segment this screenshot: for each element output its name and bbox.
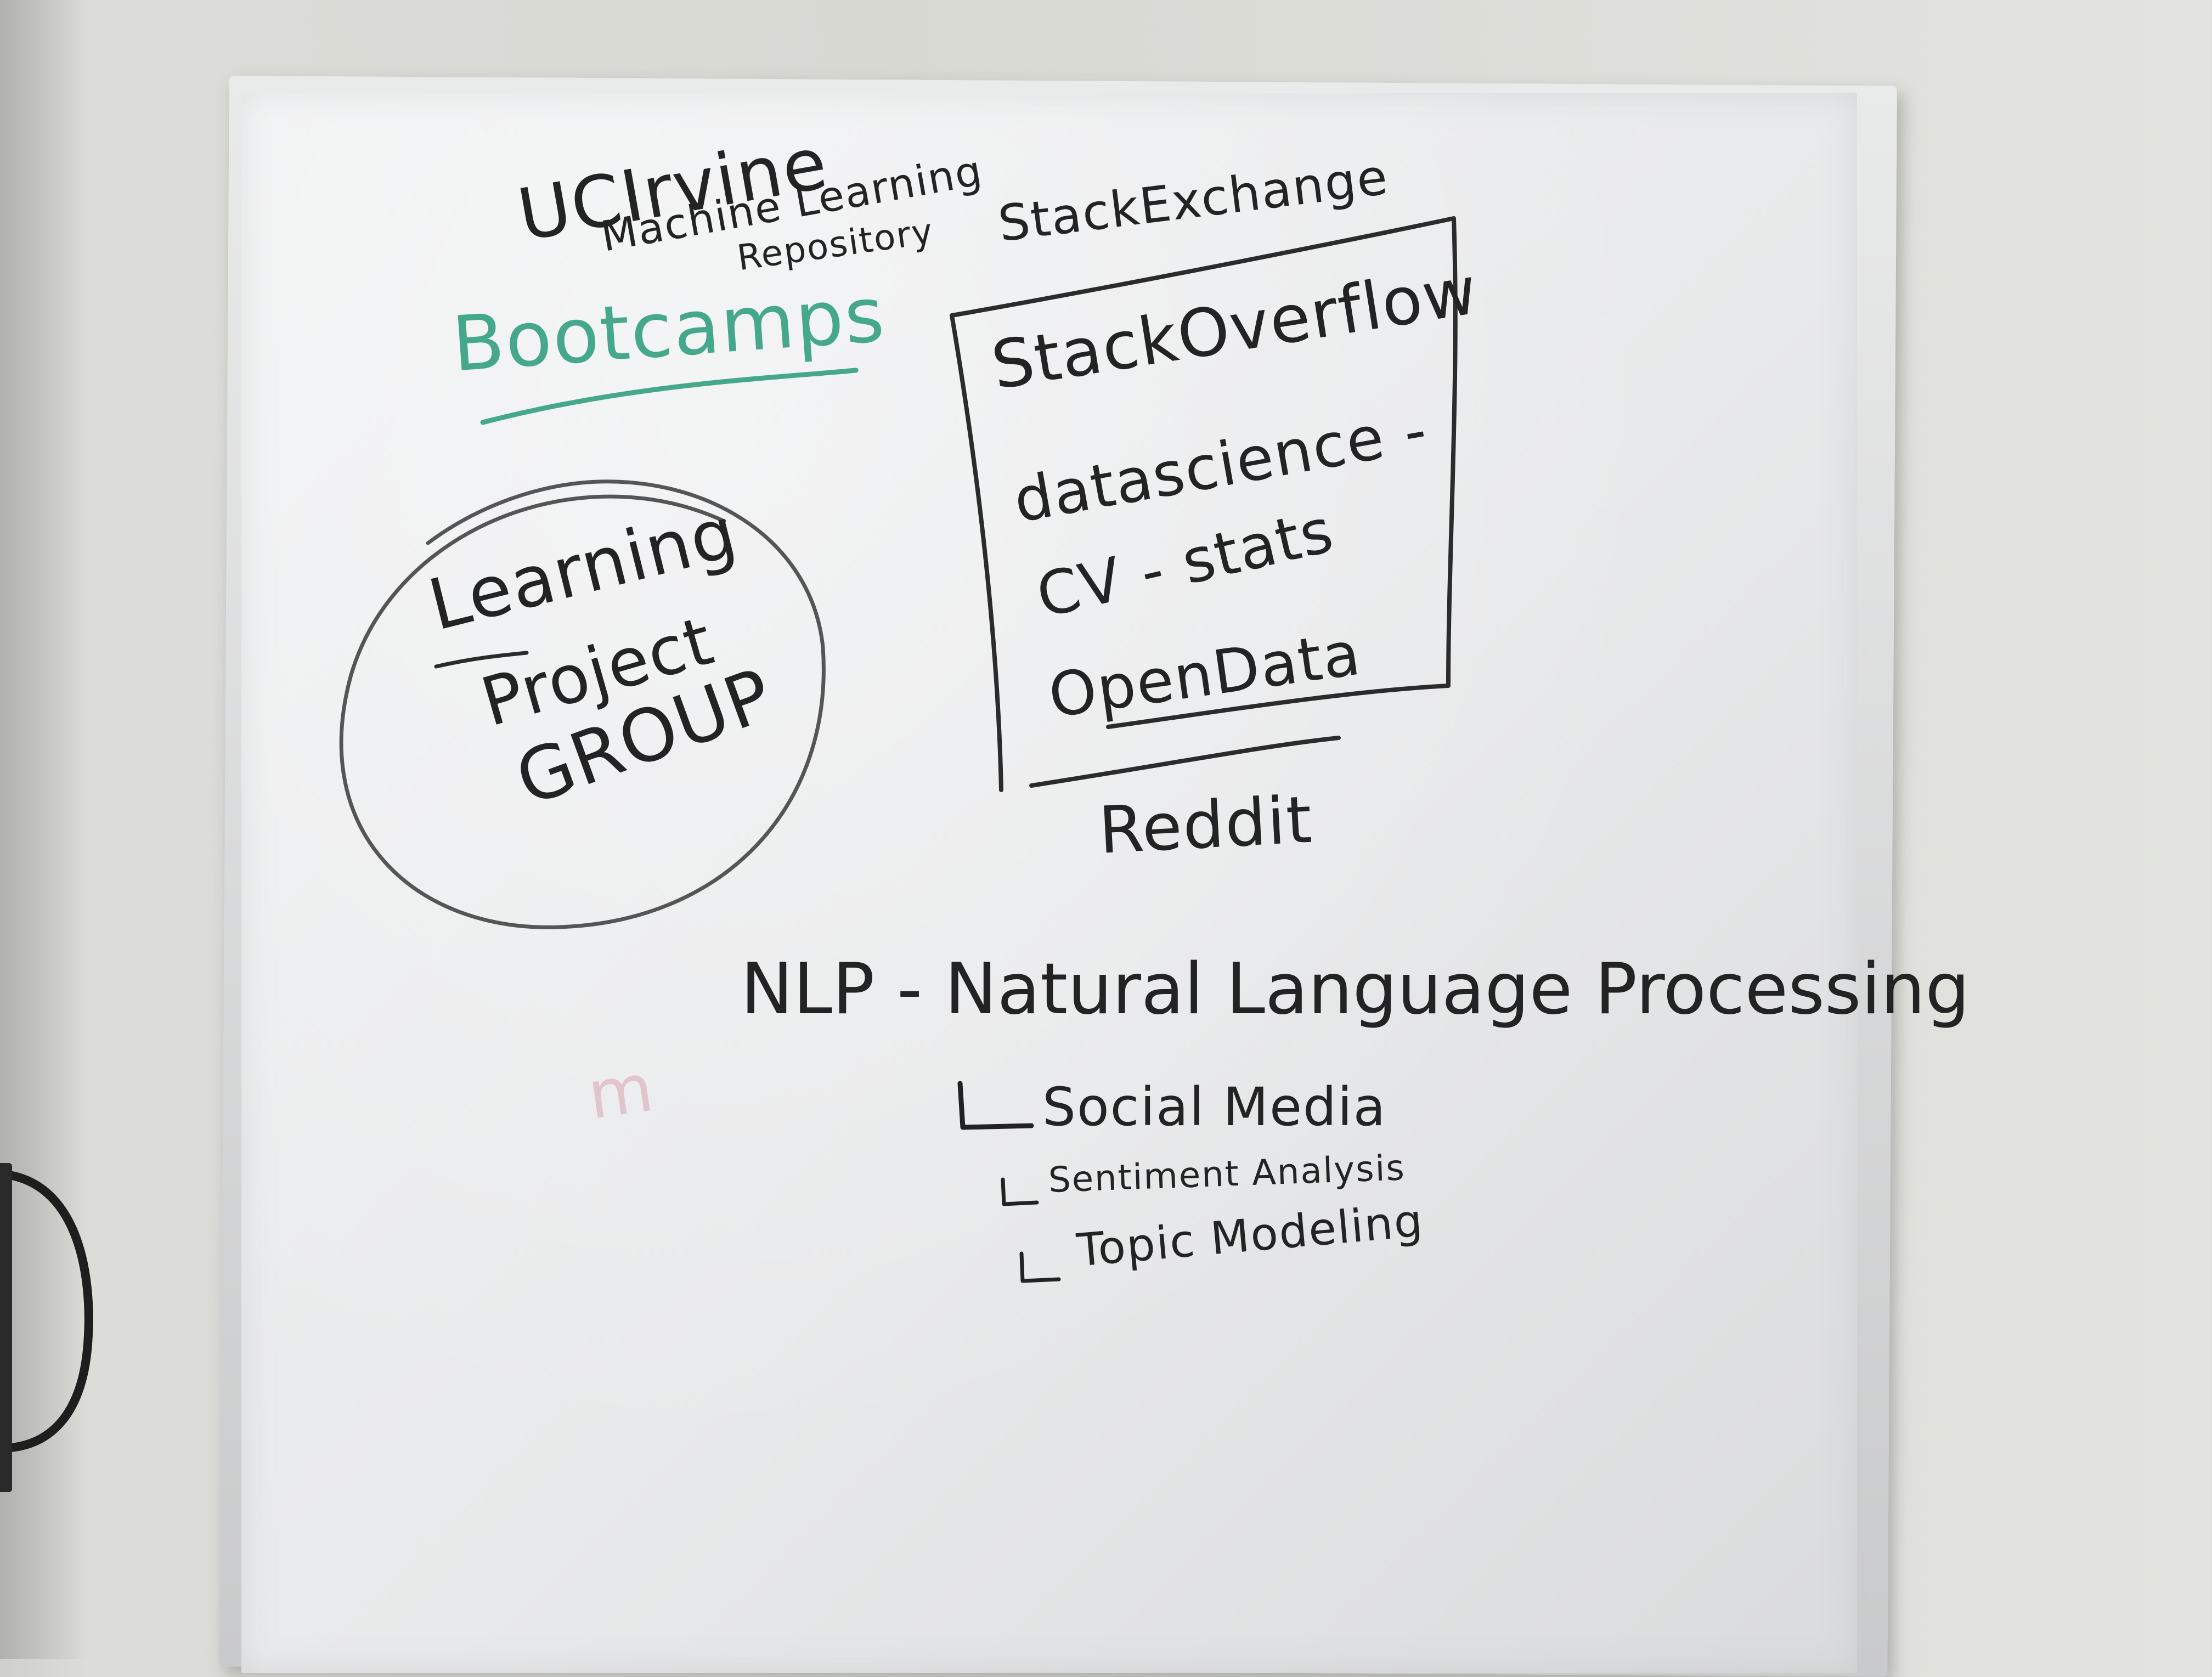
- nlp-title-text: NLP - Natural Language Processing: [741, 948, 1970, 1030]
- wall-shadow: [0, 0, 88, 1659]
- stray-marker-smudge: m: [583, 1049, 659, 1134]
- learning-group-circle: [339, 479, 826, 929]
- branch-sentiment: [1001, 1177, 1039, 1206]
- stackoverflow-box: [950, 216, 1458, 792]
- branch-topic: [1019, 1251, 1061, 1283]
- wall-mount-box: [0, 1163, 12, 1492]
- reddit-text: Reddit: [1097, 781, 1315, 868]
- bootcamps-underline: [480, 368, 859, 425]
- learning-l-stroke: [434, 651, 529, 669]
- wall-cable: [0, 1170, 93, 1453]
- branch-social-media: [957, 1081, 1034, 1130]
- social-media-text: Social Media: [1042, 1076, 1387, 1138]
- reddit-overline: [1029, 736, 1341, 788]
- whiteboard: [241, 93, 1857, 1673]
